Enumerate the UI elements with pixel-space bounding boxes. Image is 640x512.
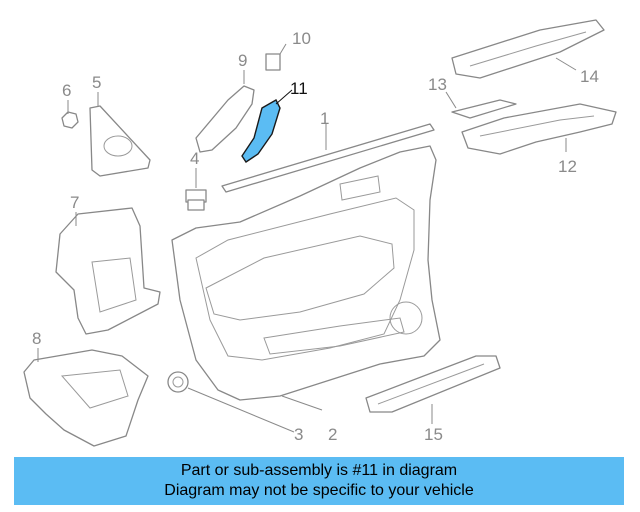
info-banner: Part or sub-assembly is #11 in diagram D… bbox=[14, 457, 624, 505]
parts-diagram: 1 2 3 4 5 6 7 8 9 10 11 12 13 14 15 bbox=[23, 19, 617, 447]
part-11-garnish[interactable] bbox=[241, 89, 293, 163]
callout-10: 10 bbox=[292, 29, 311, 48]
part-4-retainer[interactable] bbox=[185, 168, 207, 211]
callout-11: 11 bbox=[290, 79, 308, 98]
callout-8: 8 bbox=[32, 329, 41, 348]
part-6-clip[interactable] bbox=[61, 100, 79, 129]
callout-13: 13 bbox=[428, 75, 447, 94]
part-3-plug[interactable] bbox=[167, 371, 295, 433]
part-9-handle[interactable] bbox=[195, 70, 255, 153]
banner-line-2: Diagram may not be specific to your vehi… bbox=[164, 482, 474, 499]
banner-line-1: Part or sub-assembly is #11 in diagram bbox=[180, 462, 458, 479]
part-5-mirror-cover[interactable] bbox=[89, 92, 151, 177]
callout-3: 3 bbox=[294, 425, 303, 444]
callout-12: 12 bbox=[558, 157, 577, 176]
callout-15: 15 bbox=[424, 425, 443, 444]
callout-7: 7 bbox=[70, 193, 79, 212]
part-1-strip[interactable] bbox=[221, 123, 435, 193]
callout-6: 6 bbox=[62, 81, 71, 100]
part-15-trim-strip[interactable] bbox=[365, 355, 501, 424]
callout-2: 2 bbox=[328, 425, 337, 444]
callout-9: 9 bbox=[238, 51, 247, 70]
part-2-door-panel[interactable] bbox=[171, 145, 441, 411]
part-8-pocket[interactable] bbox=[23, 348, 149, 447]
part-13-switch-plate[interactable] bbox=[445, 91, 517, 119]
callout-1: 1 bbox=[320, 109, 329, 128]
part-7-trim-insert[interactable] bbox=[55, 207, 161, 335]
callout-5: 5 bbox=[92, 73, 101, 92]
part-12-bracket[interactable] bbox=[461, 103, 617, 155]
callout-4: 4 bbox=[190, 149, 199, 168]
part-10-clip[interactable] bbox=[265, 43, 287, 71]
callout-14: 14 bbox=[580, 67, 599, 86]
part-14-armrest[interactable] bbox=[451, 19, 605, 79]
